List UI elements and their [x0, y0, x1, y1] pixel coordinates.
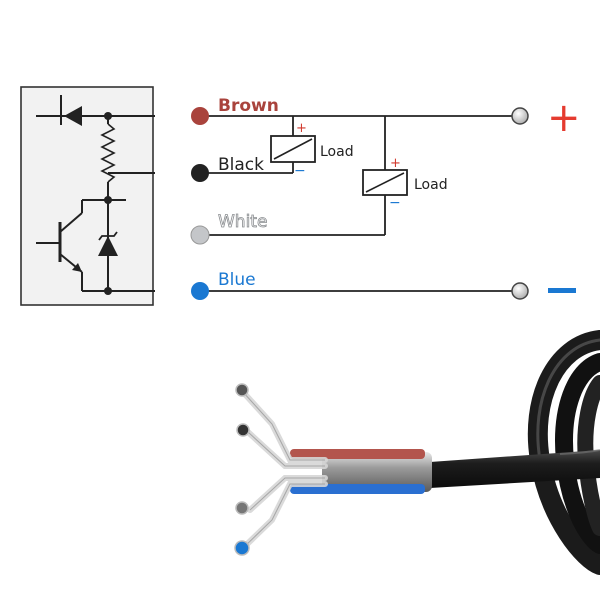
supply-negative-bar — [548, 288, 576, 293]
load-1-label: Load — [320, 144, 354, 160]
load-1-minus: − — [294, 163, 306, 179]
load-1: + − Load — [270, 121, 354, 179]
wire-brown: Brown — [191, 96, 279, 125]
load-2: + − Load — [362, 156, 448, 211]
terminal-icon — [511, 107, 529, 300]
schematic: + − Load + − Load Brown Black White Blue — [20, 86, 581, 306]
load-1-plus: + — [296, 121, 307, 136]
sensor-cable-icon — [234, 330, 600, 575]
circuit-nodes — [104, 112, 112, 295]
load-2-minus: − — [389, 195, 401, 211]
transistor-symbol — [36, 200, 83, 291]
sensor-internal-circuit — [36, 95, 155, 292]
diode-symbol — [36, 106, 108, 126]
wire-white-label: White — [218, 212, 267, 232]
wire-white: White — [190, 212, 268, 245]
supply-positive: + — [547, 95, 581, 141]
load-2-label: Load — [414, 177, 448, 193]
wire-black-label: Black — [218, 155, 264, 175]
sensor-box — [20, 86, 154, 306]
load-2-plus: + — [390, 156, 401, 171]
wire-brown-label: Brown — [218, 96, 279, 116]
wire-blue-label: Blue — [218, 270, 256, 290]
external-wiring — [200, 115, 512, 292]
wire-blue: Blue — [191, 270, 256, 300]
wire-black: Black — [191, 155, 264, 182]
